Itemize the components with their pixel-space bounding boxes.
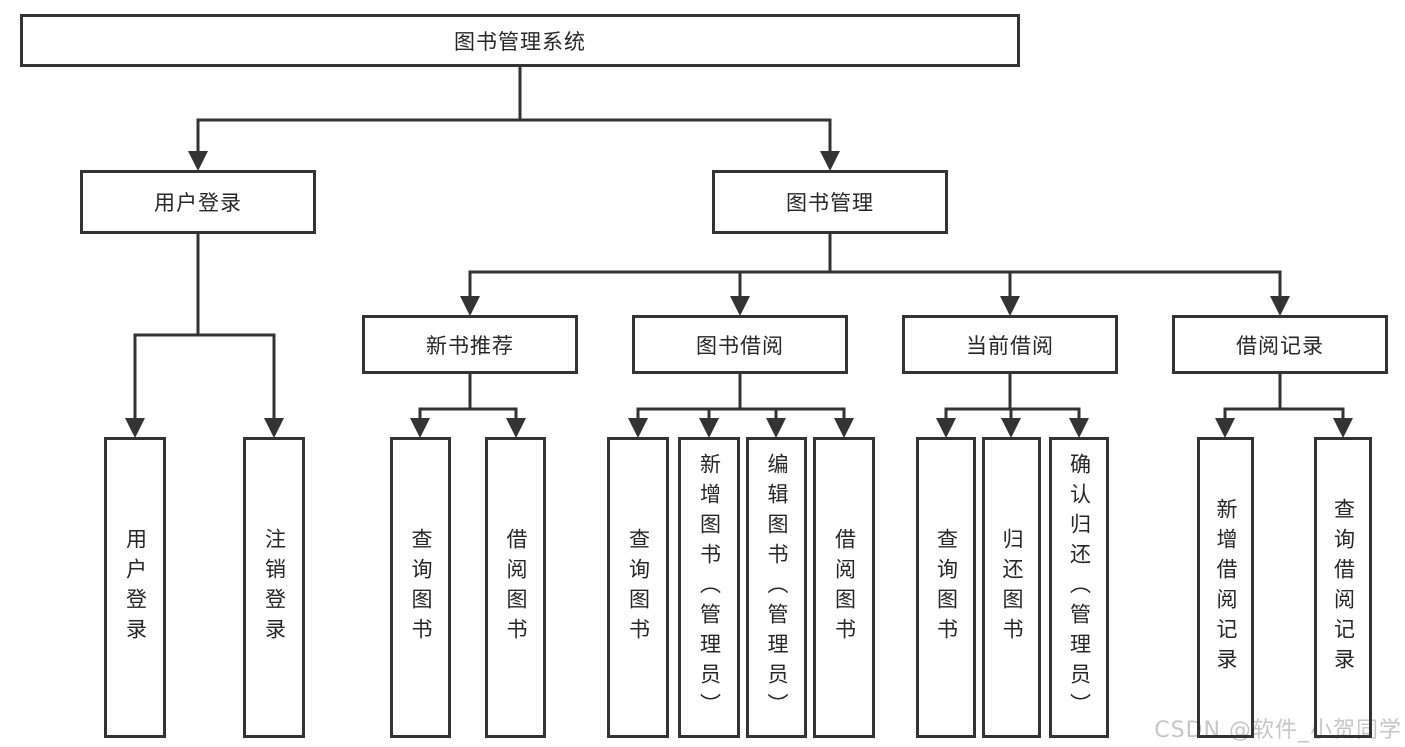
arrow-down-icon (1270, 296, 1290, 316)
connector-root-to-level2 (196, 67, 832, 152)
leaf-borrow-books-recommend: 借阅图书 (485, 437, 546, 738)
arrow-down-icon (1069, 418, 1089, 438)
leaf-borrow-books: 借阅图书 (813, 437, 875, 738)
node-borrow-records: 借阅记录 (1172, 315, 1388, 374)
arrow-down-icon (264, 418, 284, 438)
arrow-down-icon (834, 418, 854, 438)
arrow-down-icon (125, 418, 145, 438)
node-book-borrow: 图书借阅 (632, 315, 848, 374)
connector-borrow-to-leaves (636, 374, 846, 419)
arrow-down-icon (506, 418, 526, 438)
node-new-book-recommend: 新书推荐 (362, 315, 578, 374)
arrow-down-icon (1333, 418, 1353, 438)
leaf-return-books: 归还图书 (982, 437, 1041, 738)
leaf-logout: 注销登录 (243, 437, 305, 738)
arrow-down-icon (1001, 418, 1021, 438)
connector-newbook-to-leaves (418, 374, 518, 419)
arrow-down-icon (1000, 296, 1020, 316)
connector-records-to-leaves (1223, 374, 1345, 419)
leaf-edit-book-admin: 编辑图书（管理员） (746, 437, 807, 738)
leaf-add-book-admin: 新增图书（管理员） (678, 437, 740, 738)
leaf-query-borrow-record: 查询借阅记录 (1314, 437, 1372, 738)
connector-management-to-level3 (468, 234, 1282, 297)
leaf-query-books-borrow: 查询图书 (607, 437, 669, 738)
connector-current-to-leaves (944, 374, 1081, 419)
arrow-down-icon (410, 418, 430, 438)
arrow-down-icon (766, 418, 786, 438)
arrow-down-icon (936, 418, 956, 438)
connector-login-to-leaves (133, 234, 276, 419)
csdn-watermark: CSDN @软件_小贺同学 (1154, 718, 1402, 743)
leaf-add-borrow-record: 新增借阅记录 (1197, 437, 1254, 738)
arrow-down-icon (628, 418, 648, 438)
leaf-confirm-return-admin: 确认归还（管理员） (1049, 437, 1109, 738)
arrow-down-icon (1215, 418, 1235, 438)
node-library-system: 图书管理系统 (20, 14, 1020, 67)
node-user-login: 用户登录 (80, 170, 316, 234)
leaf-query-books-current: 查询图书 (916, 437, 976, 738)
arrow-down-icon (188, 151, 208, 171)
arrow-down-icon (699, 418, 719, 438)
arrow-down-icon (730, 296, 750, 316)
node-book-management: 图书管理 (712, 170, 948, 234)
leaf-query-books-recommend: 查询图书 (390, 437, 451, 738)
leaf-user-login: 用户登录 (104, 437, 166, 738)
arrow-down-icon (460, 296, 480, 316)
node-current-borrow: 当前借阅 (902, 315, 1118, 374)
arrow-down-icon (820, 151, 840, 171)
